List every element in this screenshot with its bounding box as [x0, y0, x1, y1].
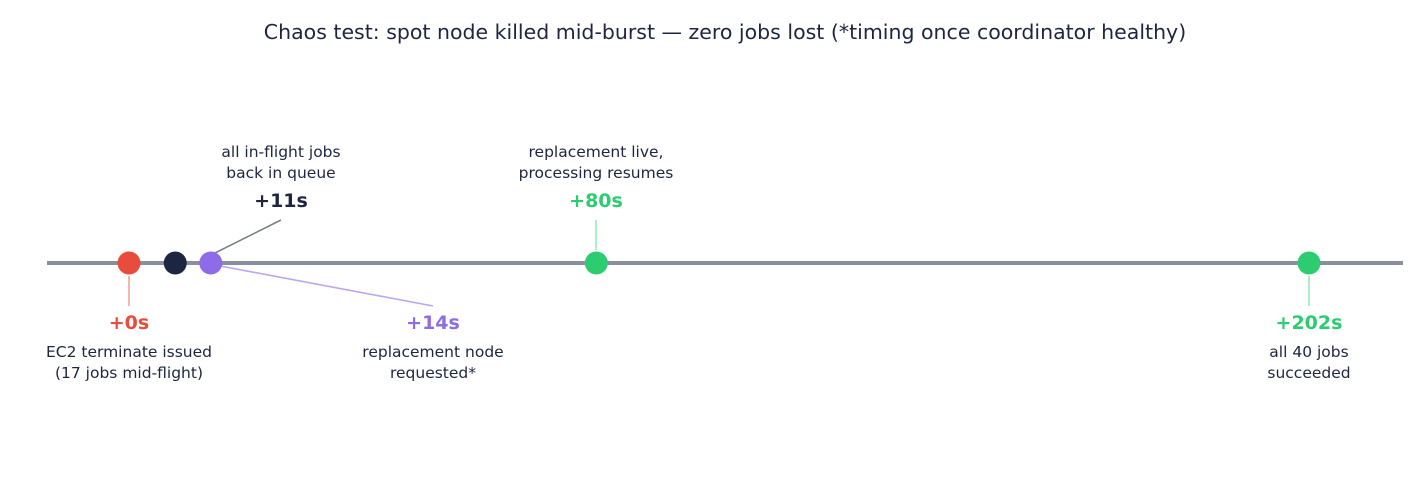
event-description-line: EC2 terminate issued	[46, 343, 212, 361]
event-description-line: succeeded	[1267, 364, 1350, 382]
event-description-line: back in queue	[226, 164, 335, 182]
event-marker-dot	[163, 251, 187, 275]
event-description-line: all 40 jobs	[1269, 343, 1348, 361]
timeline-event: +202s all 40 jobs succeeded	[1267, 276, 1351, 382]
event-time-label: +80s	[569, 190, 623, 212]
timeline-event: +80s replacement live, processing resumes	[519, 143, 674, 250]
event-connector	[210, 219, 282, 256]
event-time-label: +14s	[406, 312, 460, 334]
event-description-line: (17 jobs mid-flight)	[55, 364, 203, 382]
event-description-line: replacement live,	[529, 143, 664, 161]
chart-title: Chaos test: spot node killed mid-burst —…	[264, 20, 1186, 44]
event-marker-dot	[584, 251, 608, 275]
event-marker-dot	[117, 251, 141, 275]
event-description-line: processing resumes	[519, 164, 674, 182]
event-time-label: +202s	[1276, 312, 1343, 334]
event-time-label: +11s	[254, 190, 308, 212]
event-description-line: all in-flight jobs	[221, 143, 340, 161]
event-description-line: replacement node	[362, 343, 503, 361]
event-marker-dot	[1297, 251, 1321, 275]
event-description-line: requested*	[390, 364, 476, 382]
event-marker-dot	[199, 251, 223, 275]
timeline-event: +14s replacement node requested*	[214, 264, 504, 382]
event-time-label: +0s	[109, 312, 149, 334]
event-connector	[214, 264, 434, 307]
timeline-event: +11s all in-flight jobs back in queue	[210, 143, 341, 256]
